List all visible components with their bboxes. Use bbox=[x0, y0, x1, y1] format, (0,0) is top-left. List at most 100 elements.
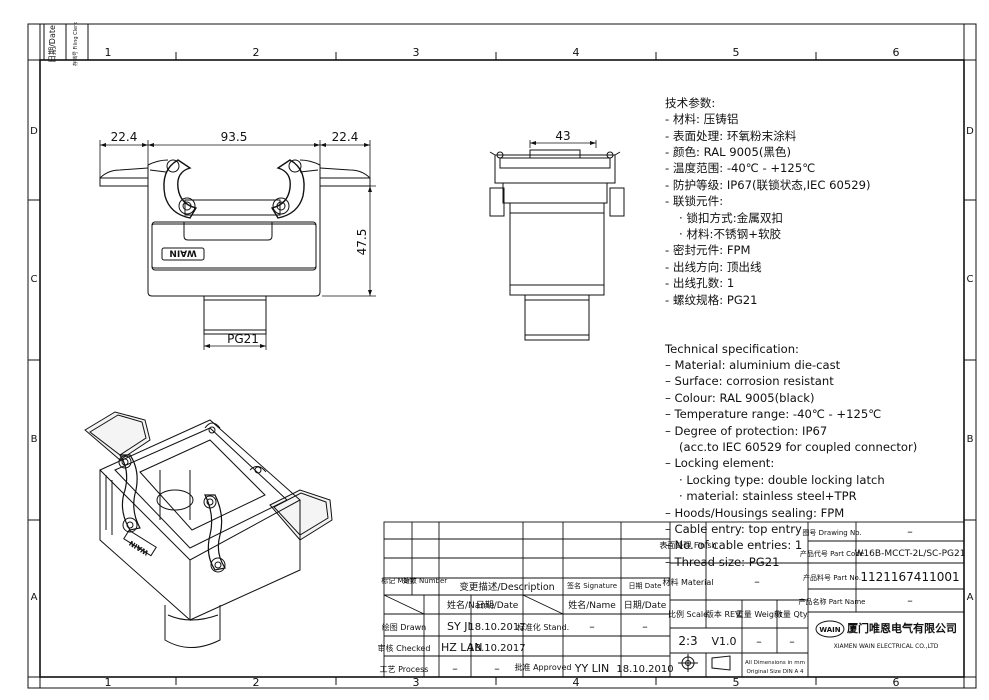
checked-label: 审核 Checked bbox=[378, 643, 431, 653]
spec-line: · material: stainless steel+TPR bbox=[679, 489, 857, 504]
zone-col-1: 1 bbox=[105, 676, 112, 689]
approved-label: 批准 Approved bbox=[515, 662, 572, 672]
dims-note-1: All Dimensions in mm bbox=[745, 660, 805, 666]
zone-row-C: C bbox=[31, 274, 38, 285]
zone-col-6: 6 bbox=[893, 676, 900, 689]
spec-cn-list: 技术参数:- 材料: 压铸铝- 表面处理: 环氧粉末涂料- 颜色: RAL 90… bbox=[665, 95, 975, 308]
spec-line: – Hoods/Housings sealing: FPM bbox=[665, 505, 845, 520]
checked-name: HZ LAN bbox=[441, 641, 482, 654]
weight-value: – bbox=[756, 635, 762, 648]
spec-line: – Temperature range: -40℃ - +125℃ bbox=[665, 407, 882, 422]
spec-line: - 温度范围: -40℃ - +125℃ bbox=[665, 161, 816, 176]
dim-width: 93.5 bbox=[221, 130, 248, 144]
zone-row-A: A bbox=[31, 592, 38, 603]
weight-label: 重量 Weight bbox=[736, 609, 782, 619]
front-logo: WAIN bbox=[169, 248, 196, 258]
spec-line: · 锁扣方式:金属双扣 bbox=[679, 210, 784, 225]
finish-label: 表面处理 Finish bbox=[659, 540, 716, 550]
zone-col-4: 4 bbox=[573, 676, 580, 689]
zone-row-A: A bbox=[967, 592, 974, 603]
spec-line: - 防护等级: IP67(联锁状态,IEC 60529) bbox=[665, 177, 871, 192]
drawn-date: 18.10.2017 bbox=[468, 622, 525, 633]
part-name-label: 产品名称 Part Name bbox=[799, 597, 866, 606]
zone-col-5: 5 bbox=[733, 46, 740, 59]
date-col-label: 日期 Date bbox=[629, 582, 662, 590]
zone-row-D: D bbox=[30, 126, 38, 137]
material-label: 材料 Material bbox=[662, 577, 713, 587]
dims-note-2: Original Size DIN A 4 bbox=[746, 669, 804, 675]
spec-line: – Thread size: PG21 bbox=[665, 554, 780, 569]
company-name-en: XIAMEN WAIN ELECTRICAL CO.,LTD bbox=[834, 643, 939, 650]
spec-line: - 表面处理: 环氧粉末涂料 bbox=[665, 128, 797, 143]
spec-line: – Degree of protection: IP67 bbox=[665, 423, 828, 438]
approved-date: 18.10.2010 bbox=[616, 664, 673, 675]
spec-line: - 联锁元件: bbox=[665, 194, 724, 209]
isometric-view bbox=[84, 411, 333, 648]
spec-line: - 材料: 压铸铝 bbox=[665, 112, 739, 127]
spec-line: - 螺纹规格: PG21 bbox=[665, 292, 758, 307]
part-code-label: 产品代号 Part Code bbox=[800, 549, 864, 558]
projection-symbol bbox=[678, 654, 731, 672]
zone-col-1: 1 bbox=[105, 46, 112, 59]
drawn-label: 绘图 Drawn bbox=[382, 622, 427, 632]
signature-label: 签名 Signature bbox=[567, 581, 617, 590]
name-header-2: 姓名/Name bbox=[568, 599, 616, 611]
stand-date: – bbox=[642, 620, 648, 633]
spec-line: – Locking element: bbox=[665, 456, 775, 471]
part-name-value: – bbox=[907, 594, 913, 607]
drawing-no-label: 图号 Drawing No. bbox=[802, 529, 861, 537]
drawn-name: SY JI bbox=[447, 620, 471, 633]
part-no-value: 1121167411001 bbox=[860, 570, 959, 584]
date-header-2: 日期/Date bbox=[624, 600, 667, 611]
rev-label: 版本 REV. bbox=[706, 609, 742, 619]
spec-line: - 出线孔数: 1 bbox=[665, 276, 735, 291]
qty-label: 数量 Qty. bbox=[775, 609, 809, 619]
spec-line: – No. of cable entries: 1 bbox=[665, 538, 803, 553]
number-label: 处数 Number bbox=[403, 576, 447, 585]
spec-line: Technical specification: bbox=[665, 341, 799, 356]
dim-side-width: 43 bbox=[555, 129, 570, 143]
zone-col-3: 3 bbox=[413, 46, 420, 59]
spec-en-list: Technical specification:– Material: alum… bbox=[665, 341, 975, 570]
material-value: – bbox=[754, 575, 760, 588]
company-name-cn: 厦门唯恩电气有限公司 bbox=[847, 621, 957, 635]
stand-name: – bbox=[589, 620, 595, 633]
spec-line: · Locking type: double locking latch bbox=[679, 472, 885, 487]
front-view bbox=[99, 159, 371, 335]
filing-label: 存档号 Filing Clerk bbox=[72, 22, 79, 66]
name-header: 姓名/Name bbox=[447, 599, 495, 611]
checked-date: 18.10.2017 bbox=[468, 643, 525, 654]
part-code-value: W16B-MCCT-2L/SC-PG21 bbox=[855, 549, 966, 559]
spec-line: - 出线方向: 顶出线 bbox=[665, 259, 762, 274]
spec-line: – Surface: corrosion resistant bbox=[665, 374, 834, 389]
finish-value: – bbox=[754, 538, 760, 551]
spec-line: - 颜色: RAL 9005(黑色) bbox=[665, 144, 792, 159]
rev-value: V1.0 bbox=[711, 635, 736, 648]
description-label: 变更描述/Description bbox=[459, 581, 554, 593]
zone-row-C: C bbox=[967, 274, 974, 285]
zone-col-4: 4 bbox=[573, 46, 580, 59]
spec-line: – Cable entry: top entry bbox=[665, 522, 802, 536]
scale-value: 2:3 bbox=[678, 634, 697, 648]
spec-line: - 密封元件: FPM bbox=[665, 243, 751, 258]
company-logo: WAIN bbox=[819, 626, 840, 634]
dim-right-flange: 22.4 bbox=[332, 130, 359, 144]
dim-left-flange: 22.4 bbox=[111, 130, 138, 144]
stand-label: 标准化 Stand. bbox=[517, 622, 569, 632]
zone-col-2: 2 bbox=[253, 46, 260, 59]
scale-label: 比例 Scale bbox=[668, 609, 708, 619]
spec-line: (acc.to IEC 60529 for coupled connector) bbox=[679, 440, 918, 455]
process-label: 工艺 Process bbox=[380, 665, 429, 674]
qty-value: – bbox=[789, 635, 795, 648]
zone-col-2: 2 bbox=[253, 676, 260, 689]
zone-row-B: B bbox=[967, 434, 974, 445]
process-name: – bbox=[452, 662, 458, 675]
technical-spec: 技术参数:- 材料: 压铸铝- 表面处理: 环氧粉末涂料- 颜色: RAL 90… bbox=[665, 62, 975, 587]
date-label: 日期/Date bbox=[48, 25, 57, 63]
title-block bbox=[383, 521, 965, 678]
zone-col-5: 5 bbox=[733, 676, 740, 689]
spec-line: – Colour: RAL 9005(black) bbox=[665, 390, 815, 405]
dim-height: 47.5 bbox=[355, 229, 369, 256]
drawing-no-value: – bbox=[907, 525, 913, 538]
